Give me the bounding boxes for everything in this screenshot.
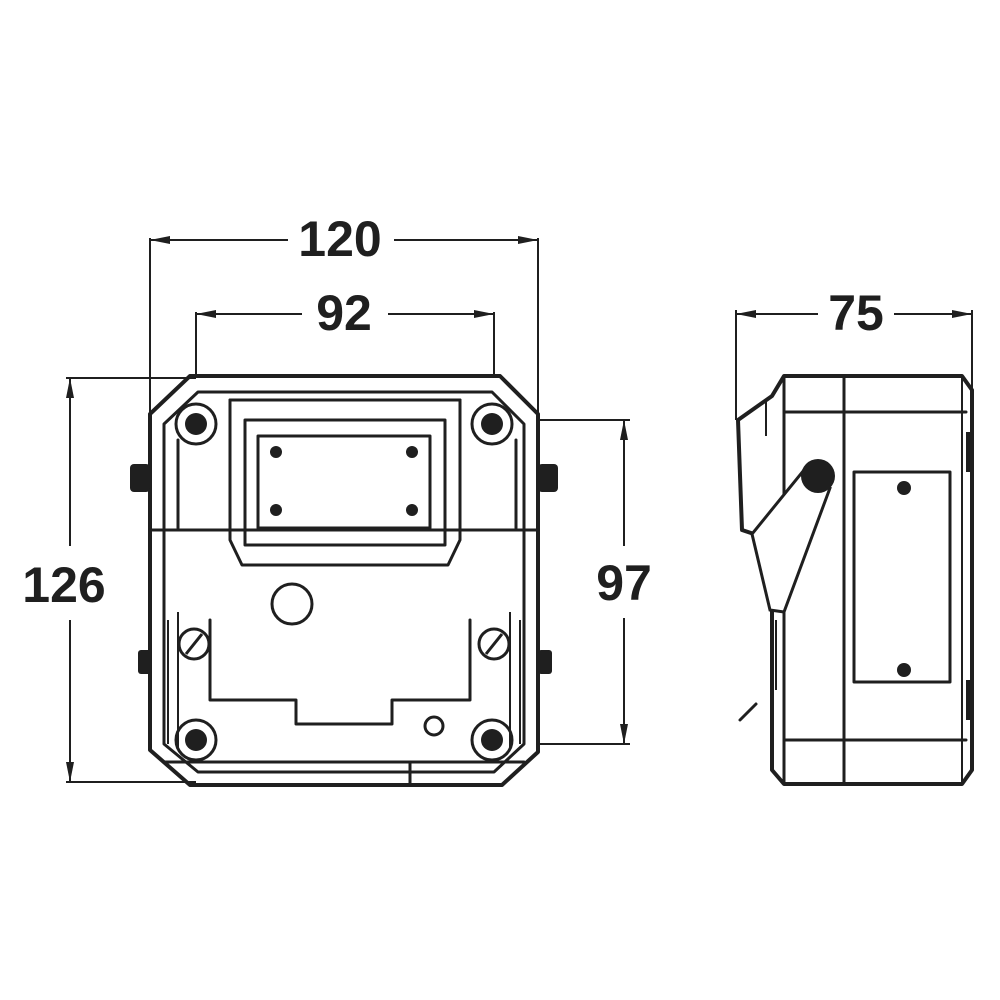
lower-screw-right xyxy=(477,627,511,661)
dim-label-overall-width: 120 xyxy=(298,211,381,267)
side-clip-top xyxy=(966,432,974,472)
dim-label-inner-width: 92 xyxy=(316,285,372,341)
dimension-lines xyxy=(66,236,973,783)
corner-screw-bl xyxy=(174,718,218,762)
side-view xyxy=(736,374,974,786)
dim-label-depth: 75 xyxy=(828,285,884,341)
plate-screw-bl xyxy=(270,504,282,516)
latch-foot xyxy=(738,702,758,722)
small-hole xyxy=(423,715,445,737)
plate-screw-tl xyxy=(270,446,282,458)
right-tab-bottom xyxy=(538,650,552,674)
front-inner-outline xyxy=(162,390,526,774)
side-plate-screw-top xyxy=(897,481,911,495)
corner-screw-tr xyxy=(470,402,514,446)
lower-screw-left xyxy=(177,627,211,661)
dim-label-inner-height: 97 xyxy=(596,555,652,611)
dim-label-overall-height: 126 xyxy=(22,557,105,613)
lower-side-ribs xyxy=(167,612,521,748)
plate-screw-tr xyxy=(406,446,418,458)
side-outer-outline xyxy=(736,374,974,786)
cable-entry xyxy=(270,582,314,626)
side-clip-bottom xyxy=(966,680,974,720)
label-plate xyxy=(256,434,432,530)
front-view xyxy=(130,374,558,787)
corner-screw-br xyxy=(470,718,514,762)
label-plate-frame xyxy=(243,418,447,547)
label-plate-housing xyxy=(228,398,462,567)
plate-screw-br xyxy=(406,504,418,516)
lower-chamber-outline xyxy=(208,618,472,726)
side-plate-screw-bottom xyxy=(897,663,911,677)
side-label-plate xyxy=(852,470,952,684)
left-tab-bottom xyxy=(138,650,152,674)
left-tab-top xyxy=(130,464,150,492)
latch-pivot xyxy=(801,459,835,493)
right-tab-top xyxy=(538,464,558,492)
front-outer-outline xyxy=(148,374,540,787)
front-top-shoulder xyxy=(176,398,518,532)
corner-screw-tl xyxy=(174,402,218,446)
